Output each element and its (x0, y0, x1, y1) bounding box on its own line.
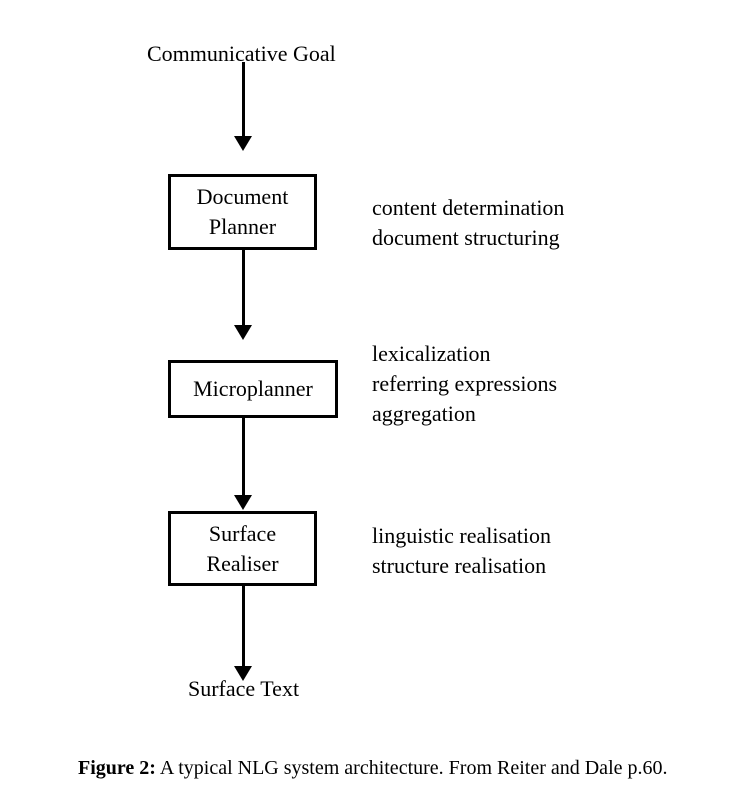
box-label-line: Realiser (206, 550, 279, 576)
task-line: linguistic realisation (372, 523, 552, 548)
arrow-down-icon (234, 586, 252, 681)
arrow-shaft (241, 62, 245, 136)
task-line: lexicalization (372, 341, 491, 366)
box-label-line: Planner (208, 214, 277, 239)
arrow-down-icon (234, 62, 252, 151)
arrow-down-icon (234, 250, 252, 340)
arrowhead-icon (234, 495, 252, 510)
task-line: document structuring (372, 225, 560, 250)
communicative-goal-label: Communicative Goal (147, 41, 336, 66)
surface-realiser-box: Surface Realiser (168, 511, 317, 586)
surface-text-label: Surface Text (188, 676, 300, 701)
figure-caption-number: Figure 2: (78, 757, 156, 779)
document-planner-tasks: content determination document structuri… (372, 193, 564, 253)
figure-caption-text: A typical NLG system architecture. From … (159, 757, 668, 779)
surface-realiser-tasks: linguistic realisation structure realisa… (372, 521, 551, 581)
box-label-line: Microplanner (193, 376, 313, 401)
microplanner-box: Microplanner (168, 360, 338, 418)
arrow-down-icon (234, 418, 252, 510)
arrow-shaft (241, 250, 245, 325)
arrow-shaft (241, 586, 245, 666)
arrow-shaft (241, 418, 245, 495)
microplanner-tasks: lexicalization referring expressions agg… (372, 339, 557, 429)
task-line: aggregation (372, 401, 476, 426)
box-label-line: Document (196, 184, 289, 209)
arrowhead-icon (234, 666, 252, 681)
arrowhead-icon (234, 325, 252, 340)
box-label-line: Surface (208, 520, 277, 546)
task-line: structure realisation (372, 553, 547, 578)
arrowhead-icon (234, 136, 252, 151)
figure-caption: Figure 2: A typical NLG system architect… (78, 755, 668, 781)
document-planner-box: Document Planner (168, 174, 317, 250)
task-line: referring expressions (372, 371, 558, 396)
task-line: content determination (372, 195, 565, 220)
